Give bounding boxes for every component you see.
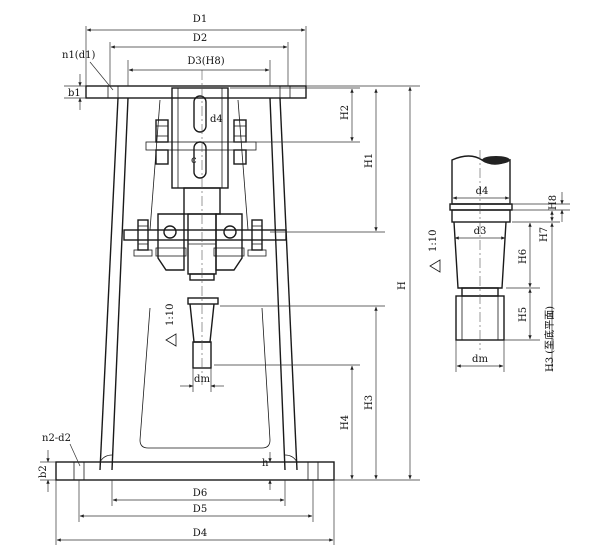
- n2d2-label: n2-d2: [42, 433, 71, 444]
- detail-H5-label: H5: [518, 307, 529, 322]
- H-label: H: [397, 281, 408, 290]
- body-wall-left: [99, 97, 119, 471]
- detail-H7-label: H7: [539, 227, 550, 242]
- detail-dimensions: d4 d3 H8 H7 H6 H5 H3 (至底平面) dm: [451, 186, 570, 372]
- D2-label: D2: [193, 33, 207, 44]
- D3-label: D3(H8): [187, 56, 224, 67]
- D1-label: D1: [193, 14, 207, 25]
- upper-keyway: [193, 95, 207, 133]
- detail-d3-label: d3: [474, 226, 487, 237]
- H1-label: H1: [364, 153, 375, 168]
- coupling-bolts: [145, 119, 257, 165]
- detail-d4-label: d4: [476, 186, 489, 197]
- c-small-label: c: [191, 155, 197, 166]
- body-wall-right: [279, 97, 298, 471]
- h-label: h: [262, 458, 269, 469]
- d4-small-label: d4: [210, 114, 223, 125]
- b2-label: b2: [38, 465, 49, 478]
- detail-view: 1:10: [428, 150, 513, 350]
- detail-dm-label: dm: [472, 354, 488, 365]
- D5-label: D5: [193, 504, 207, 515]
- inner-window: [139, 307, 271, 449]
- bottom-flange: [55, 461, 335, 481]
- main-view: d4 c 1:10: [55, 70, 335, 481]
- b1-label: b1: [68, 88, 81, 99]
- D4-label: D4: [193, 528, 207, 539]
- plate-bolts: [133, 219, 267, 257]
- H4-label: H4: [340, 415, 351, 430]
- detail-H3-label: H3 (至底平面): [543, 306, 556, 372]
- n1d1-label: n1(d1): [62, 50, 95, 61]
- detail-taper-label: 1:10: [428, 230, 439, 252]
- bearing-housing: [155, 213, 245, 271]
- main-dimensions: D1 D2 D3(H8) n1(d1) b1 H2 H1 H: [38, 14, 420, 545]
- coupling-block: [171, 87, 229, 189]
- detail-H8-label: H8: [548, 195, 559, 210]
- H3-label: H3: [364, 395, 375, 410]
- detail-H6-label: H6: [518, 249, 529, 264]
- dm-label: dm: [194, 374, 210, 385]
- taper-symbol: 1:10: [165, 304, 177, 347]
- svg-text:1:10: 1:10: [165, 304, 176, 326]
- H2-label: H2: [340, 105, 351, 120]
- D6-label: D6: [193, 488, 207, 499]
